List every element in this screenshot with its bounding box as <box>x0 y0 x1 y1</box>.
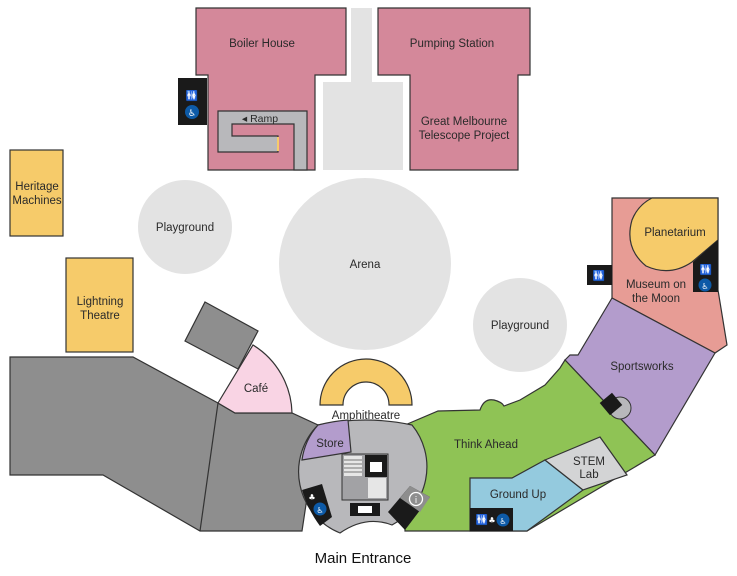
toilets-icon: 🚻 <box>476 513 488 526</box>
playground-east-label: Playground <box>491 320 549 332</box>
lightning-label-line2: Theatre <box>80 310 120 322</box>
accessible-icon <box>313 502 327 516</box>
cafe-label: Café <box>244 383 268 395</box>
planetarium-label: Planetarium <box>644 227 705 239</box>
baby-change-icon: ♣ <box>488 516 495 525</box>
playground-west-label: Playground <box>156 222 214 234</box>
facilities-planetarium: 🚻 ♿ <box>693 240 718 292</box>
svg-text:♿: ♿ <box>316 506 323 515</box>
facilities-ground-up: 🚻 ♣ ♿ <box>470 508 513 531</box>
heritage-label-line1: Heritage <box>15 181 58 193</box>
area-playground-east[interactable]: Playground <box>473 278 567 372</box>
svg-text:♿: ♿ <box>499 517 506 526</box>
area-playground-west[interactable]: Playground <box>138 180 232 274</box>
lift-sportsworks <box>599 392 632 420</box>
central-corridor <box>323 8 403 170</box>
area-arena[interactable]: Arena <box>279 178 451 350</box>
stairs-icon <box>344 456 386 498</box>
area-cafe[interactable]: Café <box>217 344 293 414</box>
heritage-label-line2: Machines <box>12 195 61 207</box>
arena-label: Arena <box>350 259 381 271</box>
main-entrance-label: Main Entrance <box>315 550 412 567</box>
area-heritage-machines[interactable]: Heritage Machines <box>9 149 64 237</box>
area-store[interactable]: Store <box>301 419 352 461</box>
accessible-icon <box>185 105 199 119</box>
area-amphitheatre[interactable]: Amphitheatre <box>319 358 413 422</box>
information-icon <box>408 491 424 507</box>
moon-label-line1: Museum on <box>626 279 686 291</box>
pumping-station-label: Pumping Station <box>410 38 494 50</box>
think-ahead-label: Think Ahead <box>454 439 518 451</box>
telescope-label-line2: Telescope Project <box>419 130 511 142</box>
ground-up-label: Ground Up <box>490 489 546 501</box>
facilities-boiler-house: 🚻 ♿ <box>178 78 207 125</box>
area-lightning-theatre[interactable]: Lightning Theatre <box>65 257 134 353</box>
telescope-label-line1: Great Melbourne <box>421 116 507 128</box>
ticket-icon <box>358 506 372 513</box>
area-think-ahead[interactable]: Think Ahead <box>404 359 656 532</box>
baby-change-icon: ♣ <box>308 493 315 502</box>
svg-text:♿: ♿ <box>188 109 196 119</box>
store-label: Store <box>316 438 344 450</box>
lightning-label-line1: Lightning <box>77 296 124 308</box>
accessible-icon <box>698 278 712 292</box>
information-desk[interactable]: i <box>388 486 430 530</box>
svg-text:i: i <box>415 496 418 506</box>
area-planetarium[interactable]: Planetarium <box>629 197 719 272</box>
accessible-icon <box>496 513 510 527</box>
lift-icon <box>599 392 623 416</box>
area-boiler-house[interactable]: Boiler House <box>195 7 347 171</box>
ramp[interactable]: ◂ Ramp <box>217 110 308 171</box>
area-stem-lab[interactable]: STEM Lab <box>543 436 628 491</box>
boiler-house-label: Boiler House <box>229 38 295 50</box>
area-pumping-station[interactable]: Pumping Station Great Melbourne Telescop… <box>377 7 531 171</box>
toilets-icon: 🚻 <box>186 89 198 102</box>
sportsworks-label: Sportsworks <box>610 361 674 373</box>
svg-text:♿: ♿ <box>701 282 708 291</box>
stem-label-line1: STEM <box>573 456 605 468</box>
ramp-label: ◂ Ramp <box>242 113 278 125</box>
facilities-hub: ♣ ♿ <box>302 484 332 526</box>
toilets-icon: 🚻 <box>593 269 605 282</box>
moon-label-line2: the Moon <box>632 293 680 305</box>
stem-label-line2: Lab <box>579 469 598 481</box>
ticket-desk <box>350 503 380 516</box>
facilities-moon-west: 🚻 <box>587 265 612 285</box>
toilets-icon: 🚻 <box>700 263 712 276</box>
stairs-and-lift <box>341 453 389 501</box>
amphitheatre-label: Amphitheatre <box>332 410 400 422</box>
